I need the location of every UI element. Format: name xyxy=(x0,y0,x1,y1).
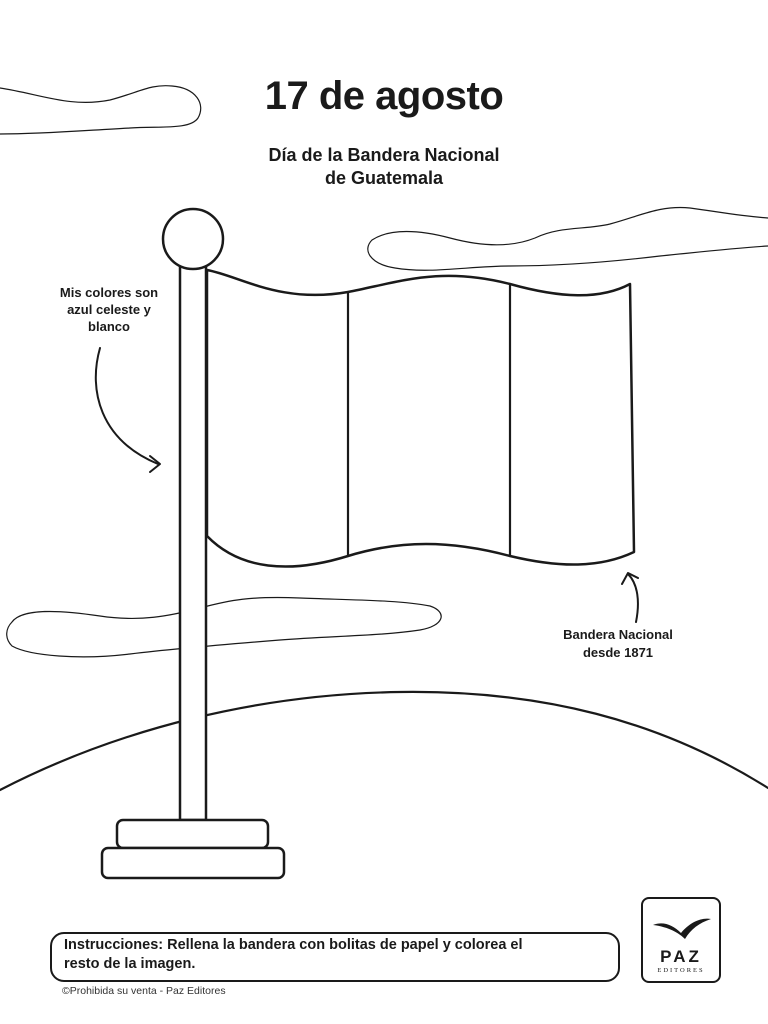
arrow-right-head xyxy=(621,572,639,585)
annotation-since-line-2: desde 1871 xyxy=(582,645,654,660)
page-subtitle: Día de la Bandera Nacional de Guatemala xyxy=(184,144,584,190)
arrow-left xyxy=(94,347,159,465)
annotation-colors-line-2: azul celeste y xyxy=(67,302,151,317)
pole-finial xyxy=(161,207,225,271)
cloud-top-left xyxy=(0,85,202,135)
annotation-since-line-1: Bandera Nacional xyxy=(563,627,673,642)
pole-base-bottom xyxy=(100,846,286,880)
annotation-colors-line-1: Mis colores son xyxy=(59,285,159,300)
arrow-left-head xyxy=(149,455,161,473)
subtitle-line-2: de Guatemala xyxy=(324,168,444,188)
copyright-notice: ©Prohibida su venta - Paz Editores xyxy=(62,985,226,997)
pole-base-top xyxy=(115,818,270,850)
subtitle-line-1: Día de la Bandera Nacional xyxy=(268,145,500,165)
annotation-colors-line-3: blanco xyxy=(88,319,130,334)
hill xyxy=(0,690,768,792)
annotation-colors: Mis colores son azul celeste y blanco xyxy=(34,284,184,335)
instructions-line-1: Instrucciones: Rellena la bandera con bo… xyxy=(64,937,523,953)
logo-wordmark: PAZ xyxy=(660,947,702,966)
arrow-right xyxy=(627,573,639,623)
flag-pole xyxy=(178,260,208,822)
publisher-logo: PAZ EDITORES xyxy=(641,897,721,983)
flag xyxy=(205,268,636,568)
page-title: 17 de agosto xyxy=(264,74,504,118)
instructions-box: Instrucciones: Rellena la bandera con bo… xyxy=(50,932,620,982)
annotation-since: Bandera Nacional desde 1871 xyxy=(540,626,696,662)
cloud-lower-left xyxy=(6,596,442,658)
bird-icon xyxy=(653,918,711,939)
instructions-line-2: resto de la imagen. xyxy=(64,956,196,972)
cloud-right xyxy=(367,206,768,271)
logo-subtitle: EDITORES xyxy=(657,967,705,974)
